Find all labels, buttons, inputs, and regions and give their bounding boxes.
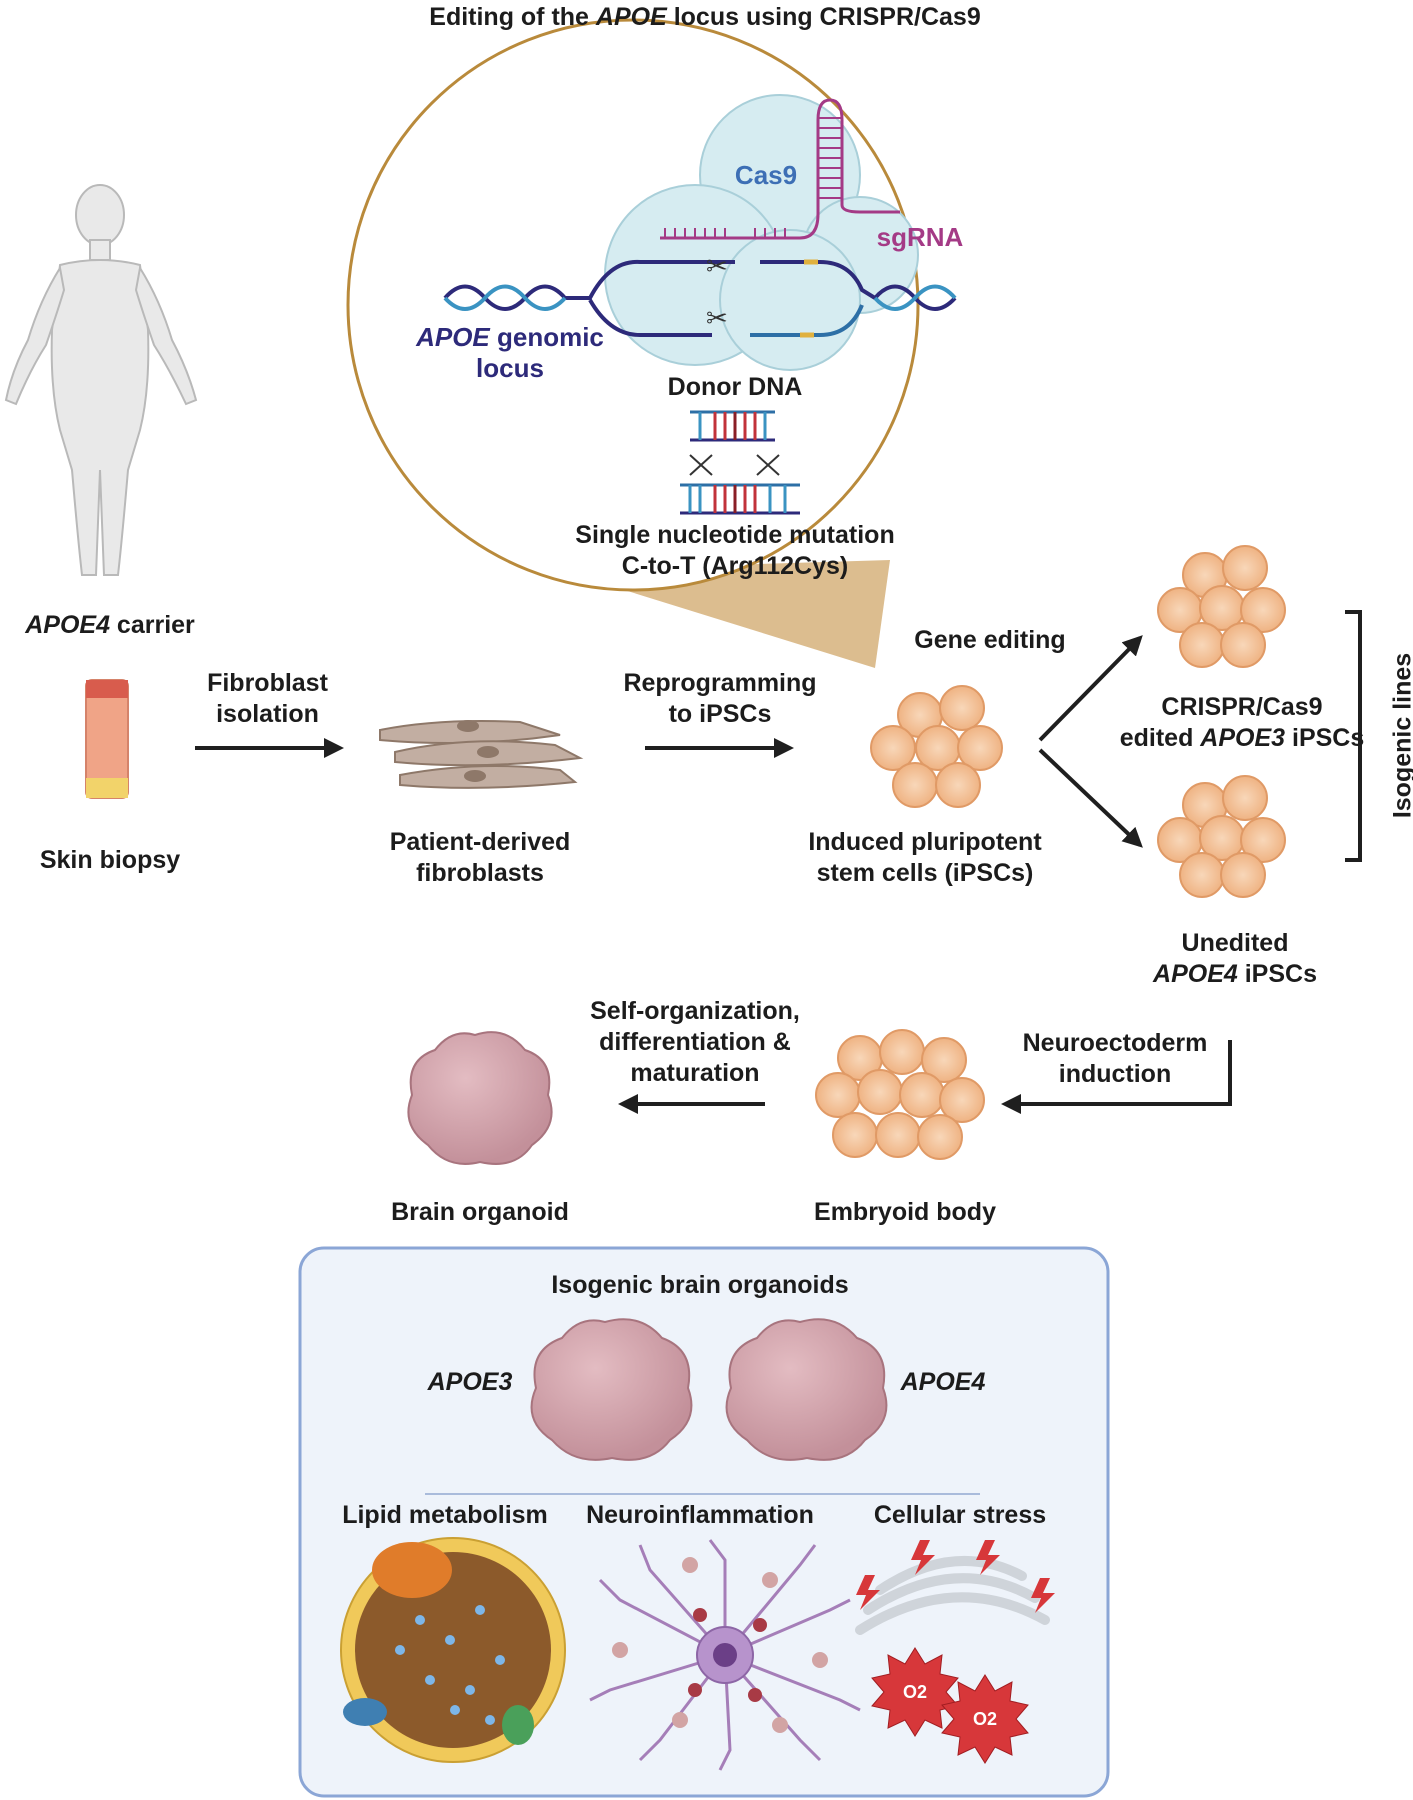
fibroblast-isolation-1: Fibroblast: [207, 669, 328, 697]
reprogramming-label: Reprogramming to iPSCs: [600, 668, 840, 730]
brain-organoid-icon: [407, 1031, 553, 1165]
neuroectoderm-label: Neuroectoderm induction: [1005, 1028, 1225, 1090]
carrier-label: APOE4 carrier: [0, 610, 220, 641]
ipsc-label: Induced pluripotent stem cells (iPSCs): [780, 827, 1070, 889]
isogenic-bracket: [1345, 610, 1362, 862]
superoxide-burst-icon: [871, 1647, 1029, 1764]
self-org-3: maturation: [630, 1059, 760, 1087]
locus-rest: genomic: [489, 322, 604, 352]
edited-1: CRISPR/Cas9: [1161, 693, 1323, 721]
arrow-to-unedited: [1038, 748, 1143, 848]
edited-ipsc-label: CRISPR/Cas9 edited APOE3 iPSCs: [1112, 692, 1372, 754]
ipsc-colony-icon: [870, 685, 1003, 808]
self-org-2: differentiation &: [599, 1028, 791, 1056]
apoe-locus-label: APOE genomic locus: [415, 322, 605, 384]
fibroblasts-icon: [379, 720, 584, 789]
sgrna-strand: [660, 98, 900, 240]
fibroblast-isolation-2: isolation: [216, 700, 319, 728]
neuro-1: Neuroectoderm: [1022, 1029, 1208, 1057]
apoe4-text: APOE4: [900, 1368, 986, 1396]
fibroblast-isolation-label: Fibroblast isolation: [185, 668, 350, 730]
brain-organoid-label: Brain organoid: [391, 1198, 569, 1226]
mutation-label: Single nucleotide mutation C-to-T (Arg11…: [510, 520, 960, 582]
fibroblasts-label: Patient-derived fibroblasts: [360, 827, 600, 889]
sgrna-label: sgRNA: [876, 222, 964, 252]
ipsc-1: Induced pluripotent: [808, 828, 1042, 856]
superoxide-label-2: O2: [972, 1709, 997, 1729]
organoid-apoe4-icon: [725, 1318, 888, 1461]
lipid-droplet-icon: [340, 1537, 566, 1763]
donor-dna-label: Donor DNA: [667, 373, 803, 401]
skin-biopsy-icon: [85, 679, 129, 799]
edited-ipsc-colony-icon: [1157, 545, 1286, 668]
lipid-label: Lipid metabolism: [342, 1501, 548, 1529]
embryoid-body-icon: [815, 1029, 985, 1160]
apoe4-label: APOE4: [888, 1367, 998, 1398]
edited-2-italic: APOE3: [1200, 724, 1286, 752]
er-stress-icon: [855, 1556, 1050, 1635]
fibroblasts-1: Patient-derived: [389, 828, 571, 856]
title-pre: Editing of the: [429, 3, 596, 31]
arrow-to-edited: [1038, 635, 1143, 742]
cas9-label: Cas9: [734, 160, 798, 190]
unedited-ipsc-colony-icon: [1157, 775, 1286, 898]
locus-italic: APOE: [416, 322, 490, 352]
self-org-1: Self-organization,: [590, 997, 800, 1025]
carrier-italic: APOE4: [25, 611, 110, 639]
stress-label: Cellular stress: [873, 1501, 1047, 1529]
isogenic-lines-label: Isogenic lines: [1388, 652, 1413, 819]
human-figure-icon: [4, 184, 198, 576]
unedited-2-italic: APOE4: [1153, 960, 1238, 988]
locus-line2: locus: [476, 353, 544, 383]
panel-title: Isogenic brain organoids: [551, 1271, 849, 1299]
edited-2-post: iPSCs: [1285, 724, 1365, 752]
gene-editing-label: Gene editing: [914, 626, 1066, 654]
carrier-rest: carrier: [109, 611, 195, 639]
ipsc-2: stem cells (iPSCs): [816, 859, 1034, 887]
unedited-2-post: iPSCs: [1237, 960, 1317, 988]
organoid-apoe3-icon: [530, 1318, 693, 1461]
donor-dna-icon: [680, 410, 800, 515]
fibroblasts-2: fibroblasts: [416, 859, 544, 887]
sgrna-rungs: [664, 117, 842, 238]
unedited-ipsc-label: Unedited APOE4 iPSCs: [1125, 928, 1345, 990]
neuro-2: induction: [1058, 1060, 1172, 1088]
scissors-icon-2: ✂: [706, 304, 728, 334]
diagram-title: Editing of the APOE locus using CRISPR/C…: [380, 2, 1030, 33]
arrow-neuroectoderm: [1001, 1040, 1232, 1114]
reprogramming-1: Reprogramming: [623, 669, 817, 697]
microglia-icon: [589, 1539, 861, 1771]
lightning-icon: [856, 1540, 1055, 1613]
neuroinflammation-label: Neuroinflammation: [586, 1501, 814, 1529]
reprogramming-2: to iPSCs: [668, 700, 772, 728]
title-italic: APOE: [595, 3, 667, 31]
title-post: locus using CRISPR/Cas9: [666, 3, 981, 31]
skin-biopsy-label: Skin biopsy: [39, 846, 181, 874]
apoe3-label: APOE3: [415, 1367, 525, 1398]
embryoid-body-label: Embryoid body: [814, 1198, 996, 1226]
unedited-1: Unedited: [1181, 929, 1289, 957]
self-organization-label: Self-organization, differentiation & mat…: [575, 996, 815, 1089]
superoxide-label-1: O2: [902, 1682, 927, 1702]
scissors-icon: ✂: [706, 252, 728, 282]
apoe3-text: APOE3: [427, 1368, 513, 1396]
edited-2-pre: edited: [1119, 724, 1201, 752]
apoe-dna-strands: [443, 259, 957, 338]
mutation-line2: C-to-T (Arg112Cys): [621, 552, 849, 580]
mutation-line1: Single nucleotide mutation: [575, 521, 895, 549]
